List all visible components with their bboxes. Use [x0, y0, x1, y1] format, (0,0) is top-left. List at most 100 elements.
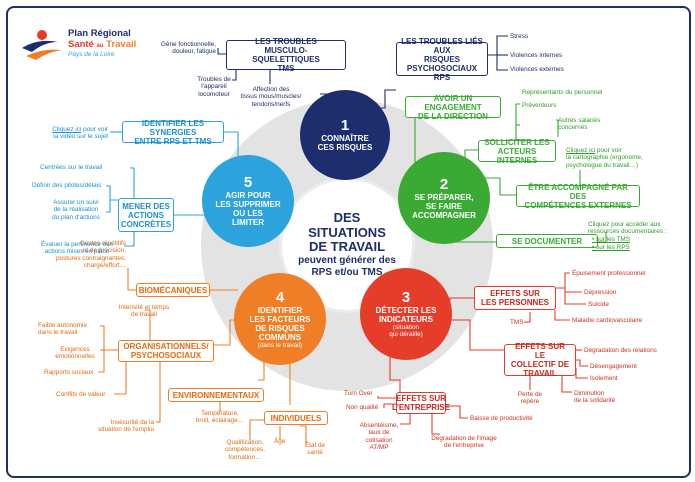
- step-3-title: DÉTECTER LES INDICATEURS: [375, 306, 437, 324]
- orange-box-biomecaniques: BIOMÉCANIQUES: [136, 283, 210, 297]
- connector-red-3: [389, 345, 401, 392]
- logo-dot-icon: [37, 30, 47, 40]
- logo-travail: Travail: [106, 39, 137, 50]
- connector-orange-o6: [156, 362, 161, 423]
- green-doc-text: Cliquez pour accéder aux ressources docu…: [588, 221, 667, 236]
- logo-line-2: Santé au Travail: [68, 39, 136, 52]
- blue-video-desc: pour voir la vidéo sur le sujet: [53, 126, 108, 141]
- step-1-circle[interactable]: 1 CONNAÎTRE CES RISQUES: [300, 90, 390, 180]
- red-label-tms: TMS: [510, 319, 524, 326]
- blue-video-text: Cliquez ici pour voir la vidéo sur le su…: [20, 126, 108, 141]
- connector-green-a3: [556, 119, 559, 137]
- logo-au: au: [96, 43, 104, 49]
- blue-video-link[interactable]: Cliquez ici: [52, 126, 82, 133]
- green-label-preventeurs: Préventeurs: [522, 102, 557, 109]
- logo-mark-icon: [22, 30, 62, 60]
- connector-red-e4: [431, 414, 440, 435]
- center-line-2: SITUATIONS: [308, 224, 386, 240]
- red-label-suicide: Suicide: [588, 301, 609, 308]
- connector-red-e3: [400, 414, 411, 425]
- red-label-absenteisme: Absentéisme, taux de cotisation AT/MP: [359, 422, 399, 452]
- orange-label-exigences: Exigences émotionnelles: [55, 346, 95, 361]
- step-2-circle[interactable]: 2 SE PRÉPARER, SE FAIRE ACCOMPAGNER: [398, 152, 490, 244]
- orange-label-insecurite: Insécurité de la situation de l'emploi: [98, 419, 154, 434]
- red-label-cardio: Maladie cardiovasculaire: [572, 317, 643, 324]
- rps-label-2: Violences internes: [510, 52, 563, 59]
- green-box-documenter: SE DOCUMENTER: [496, 234, 598, 248]
- step-3-subtitle: (situation qui déraille): [389, 324, 423, 338]
- blue-box-actions: MENER DES ACTIONS CONCRÈTES: [118, 198, 174, 232]
- logo-line-3: Pays de la Loire: [68, 51, 115, 58]
- red-label-isolement: Isolement: [590, 375, 618, 382]
- connector-orange-i1: [249, 419, 268, 440]
- red-label-epuisement: Épuisement professionnel: [572, 270, 646, 277]
- orange-label-conflits: Conflits de valeur: [56, 391, 106, 398]
- green-doc-link-tms[interactable]: • sur les TMS: [592, 236, 630, 243]
- connector-red-c3: [575, 368, 588, 379]
- orange-label-age: Âge: [274, 438, 286, 445]
- connector-blue-a1: [130, 167, 135, 198]
- connector-navy-rps1: [487, 35, 508, 56]
- step-3-number: 3: [401, 289, 411, 306]
- orange-label-autonomie: Faible autonomie dans le travail: [38, 322, 88, 337]
- red-label-relations: Dégradation des relations: [584, 347, 657, 354]
- logo-line-1: Plan Régional: [68, 28, 131, 39]
- connector-red-c5: [561, 376, 572, 393]
- tms-label-3: Affection des tissus mous/muscles/ tendo…: [240, 86, 302, 108]
- orange-label-gestes: Gestes répétitifs et de précision, postu…: [56, 240, 126, 270]
- orange-label-qualification: Qualification, compétences, formation…: [225, 439, 265, 461]
- center-line-1: DES: [333, 210, 361, 226]
- orange-label-temperature: Température, bruit, éclairage…: [195, 410, 245, 425]
- step-2-number: 2: [439, 175, 449, 193]
- connector-red-p2: [564, 288, 582, 293]
- step-3-circle[interactable]: 3 DÉTECTER LES INDICATEURS (situation qu…: [360, 268, 452, 360]
- step-4-subtitle: (dans le travail): [257, 341, 303, 349]
- orange-box-environnementaux: ENVIRONNEMENTAUX: [168, 388, 264, 402]
- green-cartographie-link[interactable]: Cliquez ici: [566, 147, 596, 154]
- step-5-circle[interactable]: 5 AGIR POUR LES SUPPRIMER OU LES LIMITER: [202, 155, 294, 247]
- center-line-4: peuvent générer des: [298, 254, 396, 266]
- logo-wave-orange-icon: [26, 49, 62, 60]
- orange-label-rapports: Rapports sociaux: [44, 369, 94, 376]
- center-line-5: RPS et/ou TMS: [311, 266, 383, 278]
- green-label-representants: Représentants du personnel: [522, 89, 603, 96]
- blue-label-centrees: Centrées sur le travail: [40, 164, 103, 171]
- green-label-autres: Autres salariés concernés: [558, 117, 601, 132]
- red-label-image: Dégradation de l'image de l'entreprise: [431, 435, 497, 450]
- step-1-number: 1: [340, 117, 350, 134]
- green-cartographie-desc: pour voir la cartographie (ergonome, psy…: [566, 147, 643, 169]
- connector-blue-a3: [106, 200, 111, 213]
- step-5-number: 5: [243, 174, 253, 191]
- connector-red-p1: [555, 272, 570, 289]
- red-label-productivite: Baisse de productivité: [470, 415, 533, 422]
- red-label-turnover: Turn Over: [344, 390, 373, 397]
- connector-orange-i3: [300, 425, 307, 444]
- green-doc-link-rps[interactable]: • sur les RPS: [592, 244, 630, 251]
- red-box-collectif: EFFETS SUR LE COLLECTIF DE TRAVAIL: [504, 342, 576, 378]
- connector-blue-a2: [106, 185, 118, 201]
- connector-green-doc: [598, 232, 607, 243]
- connector-red-e2: [383, 403, 396, 408]
- connector-red-c2: [576, 359, 588, 367]
- blue-label-pilotes: Définir des pilotes/délais: [32, 182, 102, 189]
- blue-box-synergies: IDENTIFIER LES SYNERGIES ENTRE RPS ET TM…: [122, 119, 224, 146]
- tms-label-2: Troubles de l'appareil locomoteur: [197, 76, 231, 98]
- blue-label-suivi: Assurer un suivi de la réalisation du pl…: [52, 199, 100, 221]
- connector-red-p5: [524, 312, 531, 323]
- red-label-depression: Dépression: [584, 289, 617, 296]
- step-5-title: AGIR POUR LES SUPPRIMER OU LES LIMITER: [215, 191, 281, 227]
- green-box-competences: ÊTRE ACCOMPAGNÉ PAR DES COMPÉTENCES EXTE…: [516, 183, 640, 210]
- step-4-circle[interactable]: 4 IDENTIFIER LES FACTEURS DE RISQUES COM…: [234, 273, 326, 365]
- orange-box-organisationnels: ORGANISATIONNELS/ PSYCHOSOCIAUX: [118, 340, 214, 362]
- blue-label-evaluer: Évaluer la pertinence des actions mises …: [40, 241, 114, 256]
- center-line-3: DE TRAVAIL: [308, 239, 386, 255]
- red-label-nonqualite: Non qualité: [346, 404, 379, 411]
- connector-orange-b1: [127, 268, 136, 291]
- red-box-entreprise: EFFETS SUR L'ENTREPRISE: [392, 392, 450, 414]
- green-cartographie-text: Cliquez ici pour voir la cartographie (e…: [566, 147, 676, 169]
- orange-box-individuels: INDIVIDUELS: [264, 411, 328, 425]
- red-label-desengagement: Désengagement: [590, 363, 637, 370]
- connector-navy-rps3: [496, 55, 508, 71]
- connector-blue-a4: [124, 232, 135, 247]
